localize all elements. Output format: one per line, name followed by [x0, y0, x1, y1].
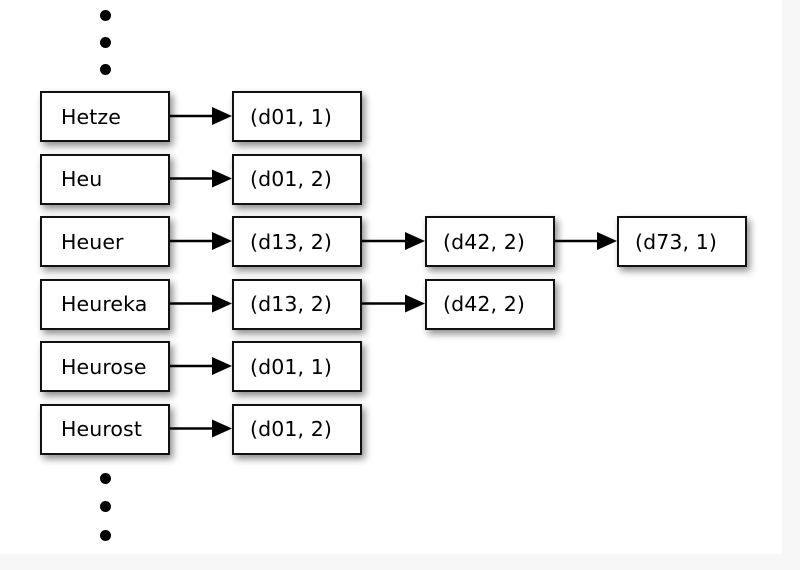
arrow-hetze-to-posting [170, 107, 232, 125]
arrow-d42-to-d73 [555, 232, 617, 250]
term-box-heurose[interactable]: Heurose [40, 341, 170, 392]
arrow-heuer-to-posting [170, 232, 232, 250]
posting-label: (d01, 2) [250, 417, 332, 441]
arrow-heu-to-posting [170, 169, 232, 188]
term-label: Heurost [61, 417, 142, 441]
ellipsis-dot [100, 501, 111, 512]
posting-box-heureka-1[interactable]: (d13, 2) [232, 278, 362, 330]
posting-label: (d13, 2) [250, 229, 332, 254]
ellipsis-dot [100, 37, 111, 48]
posting-label: (d01, 1) [250, 104, 332, 129]
bottom-ellipsis [100, 473, 120, 543]
posting-label: (d01, 2) [250, 167, 332, 191]
term-label: Heurose [61, 354, 147, 379]
term-label: Heuer [61, 229, 124, 254]
term-label: Hetze [61, 104, 121, 129]
term-label: Heu [61, 167, 103, 191]
term-box-heu[interactable]: Heu [40, 153, 170, 205]
arrow-d13-to-d42-heureka [362, 294, 425, 313]
posting-box-heureka-2[interactable]: (d42, 2) [425, 278, 555, 330]
ellipsis-dot [100, 473, 111, 484]
term-box-heurost[interactable]: Heurost [40, 403, 170, 455]
ellipsis-dot [100, 10, 111, 21]
posting-label: (d01, 1) [250, 354, 332, 379]
top-ellipsis [100, 10, 120, 80]
term-label: Heureka [61, 292, 148, 316]
term-box-hetze[interactable]: Hetze [40, 91, 170, 142]
posting-box-heurose-1[interactable]: (d01, 1) [232, 341, 362, 392]
posting-label: (d42, 2) [443, 229, 525, 254]
posting-box-heuer-1[interactable]: (d13, 2) [232, 216, 362, 267]
term-box-heuer[interactable]: Heuer [40, 216, 170, 267]
posting-label: (d13, 2) [250, 292, 332, 316]
arrow-heurost-to-posting [170, 419, 232, 438]
posting-label: (d73, 1) [635, 229, 717, 254]
arrow-heurose-to-posting [170, 357, 232, 375]
arrow-heureka-to-posting [170, 294, 232, 313]
term-box-heureka[interactable]: Heureka [40, 278, 170, 330]
posting-box-heuer-2[interactable]: (d42, 2) [425, 216, 555, 267]
posting-box-hetze-1[interactable]: (d01, 1) [232, 91, 362, 142]
ellipsis-dot [100, 530, 111, 541]
arrow-d13-to-d42-heuer [362, 232, 425, 250]
ellipsis-dot [100, 64, 111, 75]
posting-label: (d42, 2) [443, 292, 525, 316]
posting-box-heurost-1[interactable]: (d01, 2) [232, 403, 362, 455]
posting-box-heuer-3[interactable]: (d73, 1) [617, 216, 747, 267]
posting-box-heu-1[interactable]: (d01, 2) [232, 153, 362, 205]
